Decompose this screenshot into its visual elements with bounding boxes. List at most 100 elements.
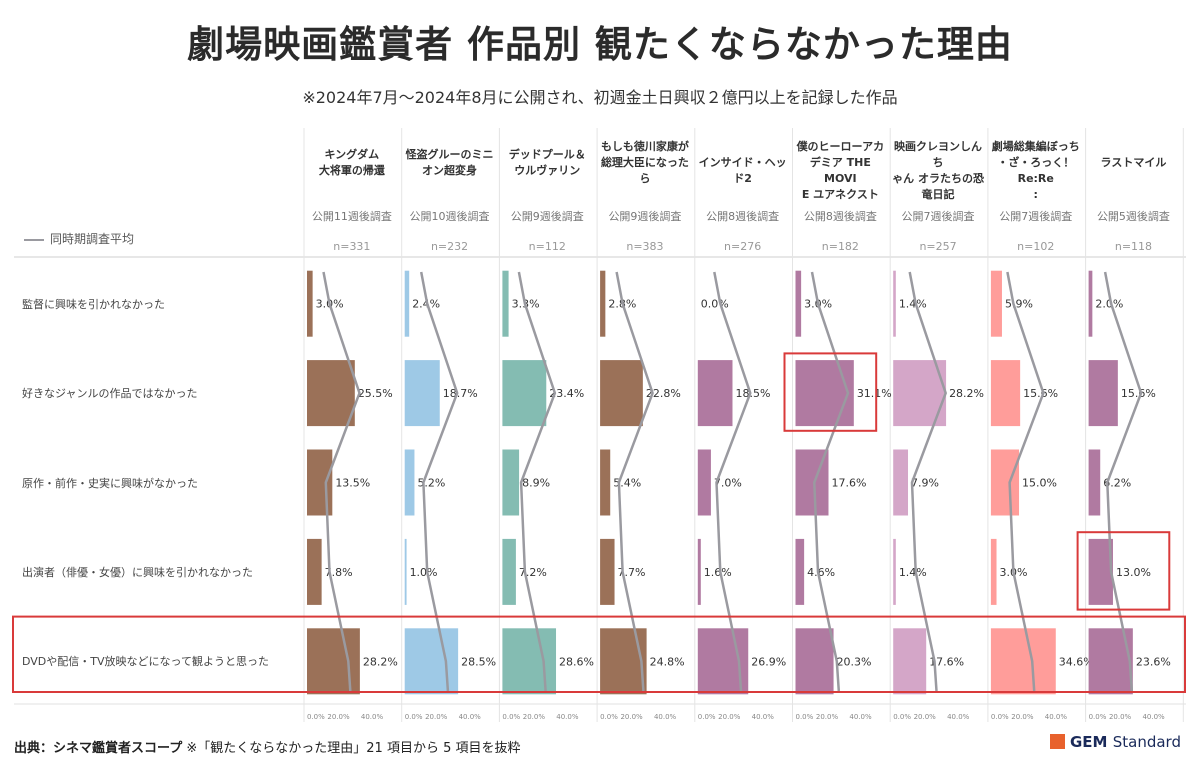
- data-label: 17.6%: [832, 477, 867, 490]
- axis-tick-label: 0.0%: [307, 713, 325, 721]
- data-label: 15.6%: [1023, 387, 1058, 400]
- bar: [307, 270, 313, 337]
- axis-tick-label: 40.0%: [849, 713, 872, 721]
- column-title-line: 大将軍の帰還: [318, 164, 385, 177]
- data-label: 1.4%: [899, 566, 927, 579]
- survey-timing: 公開11週後調査: [311, 210, 392, 223]
- bar: [600, 628, 647, 695]
- data-label: 7.8%: [325, 566, 353, 579]
- bar: [502, 449, 520, 516]
- sample-size: n=232: [430, 240, 469, 253]
- axis-tick-label: 20.0%: [523, 713, 546, 721]
- bar: [502, 270, 509, 337]
- column-title-line: もしも徳川家康が: [600, 140, 689, 153]
- survey-timing: 公開10週後調査: [409, 210, 490, 223]
- bar: [1088, 360, 1118, 427]
- average-line: [517, 271, 557, 692]
- bar: [404, 449, 415, 516]
- sample-size: n=118: [1114, 240, 1153, 253]
- column-title: 映画クレヨンしんちゃん オラたちの恐竜日記: [890, 139, 986, 203]
- bar: [893, 538, 896, 605]
- column-title: インサイド・ヘッド2: [695, 155, 791, 187]
- data-label: 1.0%: [410, 566, 438, 579]
- source-title: 出典：シネマ鑑賞者スコープ: [14, 741, 183, 756]
- column-title-line: ウルヴァリン: [514, 164, 581, 177]
- row-label: 監督に興味を引かれなかった: [22, 297, 165, 311]
- bar: [697, 360, 733, 427]
- page-subtitle: ※2024年7月〜2024年8月に公開され、初週金土日興収２億円以上を記録した作…: [302, 88, 898, 107]
- bar: [600, 449, 611, 516]
- source-note: 出典：シネマ鑑賞者スコープ ※「観たくならなかった理由」21 項目から 5 項目…: [14, 737, 520, 756]
- axis-tick-label: 20.0%: [718, 713, 741, 721]
- column-title-line: インサイド・ヘッド2: [698, 156, 787, 185]
- data-label: 8.9%: [522, 477, 550, 490]
- bar: [502, 360, 547, 427]
- column-title-line: デミア THE MOVI: [809, 156, 871, 185]
- average-line: [908, 271, 947, 692]
- axis-tick-label: 40.0%: [752, 713, 775, 721]
- column-title-line: ・ざ・ろっく！ Re:Re: [997, 156, 1075, 185]
- sample-size: n=182: [821, 240, 859, 253]
- data-label: 7.9%: [911, 477, 939, 490]
- axis-tick-label: 20.0%: [816, 713, 839, 721]
- brand-square-icon: [1050, 734, 1065, 749]
- axis-tick-label: 20.0%: [327, 713, 350, 721]
- axis-tick-label: 40.0%: [654, 713, 677, 721]
- data-label: 0.0%: [701, 298, 729, 311]
- column-title-line: ら: [639, 172, 651, 185]
- axis-tick-label: 0.0%: [405, 713, 423, 721]
- bar: [893, 449, 909, 516]
- column-title-line: オン超変身: [422, 164, 478, 177]
- row-label: 原作・前作・史実に興味がなかった: [22, 476, 198, 490]
- column-title-line: 総理大臣になった: [600, 156, 689, 169]
- average-line: [810, 271, 850, 692]
- axis-tick-label: 20.0%: [914, 713, 937, 721]
- data-label: 5.2%: [417, 477, 445, 490]
- axis-tick-label: 40.0%: [556, 713, 579, 721]
- column-title-line: 怪盗グルーのミニ: [405, 148, 494, 161]
- axis-tick-label: 20.0%: [1109, 713, 1132, 721]
- data-label: 23.4%: [549, 387, 584, 400]
- data-label: 17.6%: [929, 655, 964, 668]
- data-label: 2.0%: [1095, 298, 1123, 311]
- data-label: 1.6%: [704, 566, 732, 579]
- axis-tick-label: 40.0%: [1142, 713, 1165, 721]
- axis-tick-label: 20.0%: [1011, 713, 1034, 721]
- survey-timing: 公開8週後調査: [706, 210, 780, 223]
- highlight-box: [783, 352, 878, 432]
- row-label: 好きなジャンルの作品ではなかった: [22, 387, 198, 401]
- data-label: 28.2%: [949, 387, 984, 400]
- data-label: 28.2%: [363, 655, 398, 668]
- column-title-line: E ユアネクスト: [801, 188, 879, 201]
- data-label: 31.1%: [857, 387, 892, 400]
- bar: [990, 270, 1002, 337]
- column-title-line: ラストマイル: [1100, 156, 1167, 169]
- data-label: 24.8%: [650, 655, 685, 668]
- data-label: 23.6%: [1136, 655, 1171, 668]
- column-title: もしも徳川家康が総理大臣になったら: [597, 139, 693, 187]
- data-label: 25.5%: [358, 387, 393, 400]
- axis-tick-label: 0.0%: [600, 713, 618, 721]
- column-title-line: 僕のヒーローアカ: [796, 140, 885, 153]
- bar: [600, 270, 606, 337]
- bar: [990, 538, 997, 605]
- survey-timing: 公開5週後調査: [1096, 210, 1170, 223]
- bar: [502, 628, 557, 695]
- bar: [600, 538, 615, 605]
- bar: [404, 360, 440, 427]
- sample-size: n=331: [333, 240, 371, 253]
- axis-tick-label: 40.0%: [947, 713, 970, 721]
- bar: [893, 628, 927, 695]
- data-label: 18.7%: [443, 387, 478, 400]
- data-label: 28.6%: [559, 655, 594, 668]
- column-title-line: 竜日記: [921, 188, 955, 201]
- column-title-line: :: [1033, 188, 1038, 201]
- bar: [990, 360, 1021, 427]
- survey-timing: 公開7週後調査: [999, 210, 1073, 223]
- data-label: 26.9%: [751, 655, 786, 668]
- axis-tick-label: 40.0%: [361, 713, 384, 721]
- bar: [307, 628, 360, 695]
- brand-logo: GEM Standard: [1050, 733, 1181, 751]
- bar: [697, 538, 701, 605]
- bar: [307, 360, 355, 427]
